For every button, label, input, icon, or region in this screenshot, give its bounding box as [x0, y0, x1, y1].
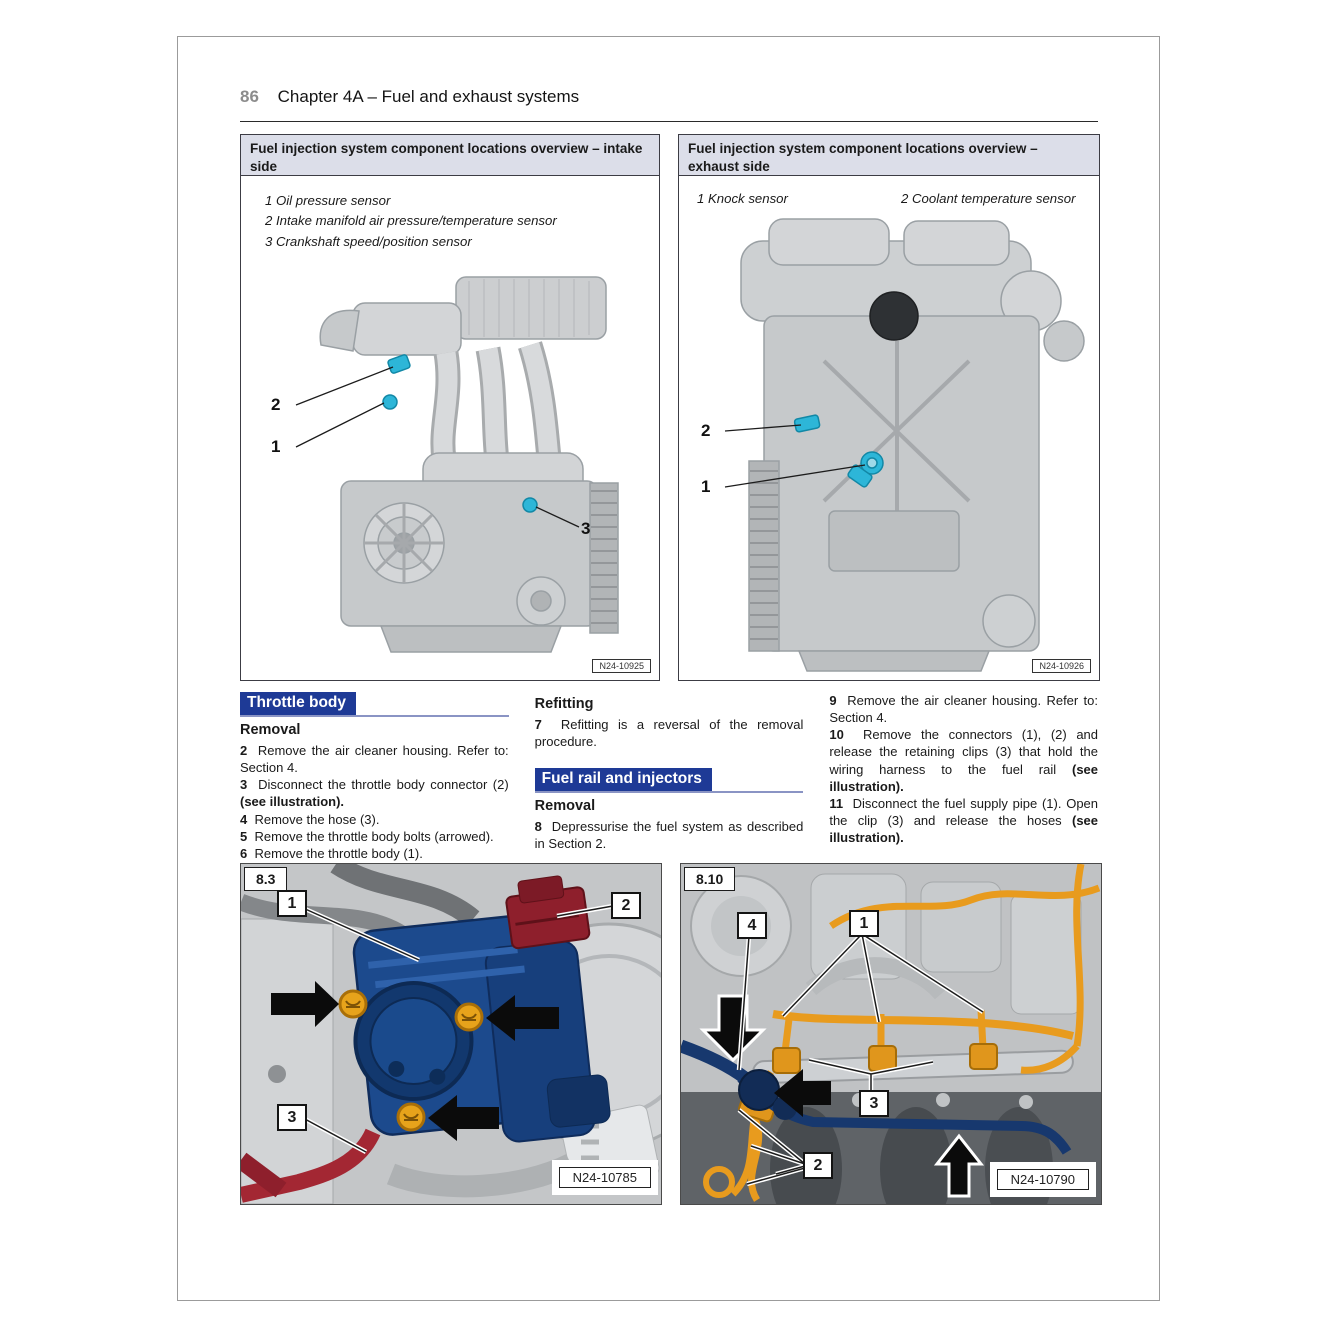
engine-illustration-exhaust: 2 1: [679, 181, 1099, 678]
steps-fuel-rail: 8 Depressurise the fuel system as descri…: [535, 818, 804, 852]
photo-callout-4: 4: [737, 912, 767, 939]
arrow-icons: [271, 981, 559, 1141]
photo-callout-3: 3: [859, 1090, 889, 1117]
step-paragraph: 3 Disconnect the throttle body connector…: [240, 777, 509, 810]
steps-continued: 9 Remove the air cleaner housing. Refer …: [829, 692, 1098, 846]
figure-title: Fuel injection system component location…: [679, 135, 1099, 176]
engine-illustration-intake: 2 1 3: [241, 181, 659, 678]
photo-image-id: N24-10790: [996, 1169, 1089, 1190]
photo-callout-1: 1: [277, 890, 307, 917]
figure-callout-2: 2: [701, 421, 711, 440]
steps-refitting: 7 Refitting is a reversal of the removal…: [535, 716, 804, 750]
subheading-removal: Removal: [534, 798, 596, 815]
step-paragraph: 4 Remove the hose (3).: [240, 811, 380, 827]
photo-callout-3: 3: [277, 1104, 307, 1131]
photo-fuel-rail: 8.10 4 1 3 2 N24-10790: [680, 863, 1102, 1205]
step-paragraph: 7 Refitting is a reversal of the removal…: [534, 717, 804, 750]
section-heading-fuel-rail: Fuel rail and injectors: [534, 768, 804, 794]
photo-image-id: N24-10785: [558, 1167, 651, 1188]
callout-leader-lines: [724, 424, 866, 488]
figure-intake-side: Fuel injection system component location…: [240, 134, 660, 681]
wiring-harness: [703, 864, 1101, 1202]
arrow-left: [774, 1069, 831, 1117]
legend-item: 1 Knock sensor: [697, 191, 788, 206]
step-paragraph: 9 Remove the air cleaner housing. Refer …: [829, 693, 1099, 726]
hose-red: [241, 1128, 381, 1203]
step-paragraph: 8 Depressurise the fuel system as descri…: [534, 819, 804, 852]
figure-image-id: N24-10925: [592, 659, 651, 673]
column-1: Throttle body Removal 2 Remove the air c…: [240, 692, 509, 862]
bolt-markers: [338, 989, 484, 1132]
photo-callout-1: 1: [849, 910, 879, 937]
harness-connectors: [738, 1043, 998, 1123]
step-paragraph: 6 Remove the throttle body (1).: [240, 845, 423, 861]
manual-page: 86 Chapter 4A – Fuel and exhaust systems…: [177, 36, 1160, 1301]
figure-exhaust-side: Fuel injection system component location…: [678, 134, 1100, 681]
step-paragraph: 10 Remove the connectors (1), (2) and re…: [829, 727, 1099, 794]
figure-callout-1: 1: [701, 477, 711, 496]
figure-image-id: N24-10926: [1032, 659, 1091, 673]
column-2: Refitting 7 Refitting is a reversal of t…: [534, 692, 804, 862]
figure-callout-2: 2: [271, 395, 281, 414]
photo-810-drawing: [681, 864, 1101, 1204]
sensor-markers: [382, 354, 538, 513]
page-number: 86: [240, 87, 259, 106]
figure-legend: 1 Oil pressure sensor 2 Intake manifold a…: [265, 191, 649, 252]
legend-item: 2 Coolant temperature sensor: [901, 191, 1076, 206]
legend-item: 2 Intake manifold air pressure/temperatu…: [265, 213, 557, 229]
photo-callout-2: 2: [803, 1152, 833, 1179]
header-rule: [240, 121, 1098, 122]
steps-throttle-body: 2 Remove the air cleaner housing. Refer …: [240, 742, 509, 862]
photo-83-drawing: [241, 864, 661, 1204]
section-heading-throttle-body: Throttle body: [240, 692, 509, 717]
figure-legend: 1 Knock sensor 2 Coolant temperature sens…: [697, 191, 1091, 206]
step-paragraph: 11 Disconnect the fuel supply pipe (1). …: [829, 795, 1099, 846]
callout-leader-lines: [301, 903, 614, 1154]
figure-callout-1: 1: [271, 437, 281, 456]
photo-throttle-body: 8.3 1 2 3 N24-10785: [240, 863, 662, 1205]
callout-leader-lines: [736, 932, 985, 1187]
subheading-removal: Removal: [240, 722, 301, 738]
sensor-markers: [793, 414, 884, 488]
legend-item: 3 Crankshaft speed/position sensor: [265, 233, 472, 249]
callout-leader-lines: [295, 366, 580, 528]
step-paragraph: 2 Remove the air cleaner housing. Refer …: [240, 743, 509, 776]
photo-label: 8.3: [244, 867, 288, 891]
figure-callout-3: 3: [581, 519, 591, 538]
legend-item: 1 Oil pressure sensor: [265, 193, 391, 208]
photo-label: 8.10: [684, 867, 736, 891]
page-header: 86 Chapter 4A – Fuel and exhaust systems: [240, 87, 579, 107]
chapter-title: Chapter 4A – Fuel and exhaust systems: [277, 87, 580, 106]
engine-intake-drawing: [295, 276, 619, 653]
column-3: 9 Remove the air cleaner housing. Refer …: [829, 692, 1098, 862]
subheading-refitting: Refitting: [534, 696, 594, 712]
arrow-icons: [699, 994, 985, 1198]
figure-title: Fuel injection system component location…: [241, 135, 659, 176]
step-paragraph: 5 Remove the throttle body bolts (arrowe…: [240, 828, 494, 844]
photo-callout-2: 2: [611, 892, 641, 919]
procedure-text: Throttle body Removal 2 Remove the air c…: [240, 692, 1098, 862]
engine-exhaust-drawing: [724, 218, 1085, 672]
